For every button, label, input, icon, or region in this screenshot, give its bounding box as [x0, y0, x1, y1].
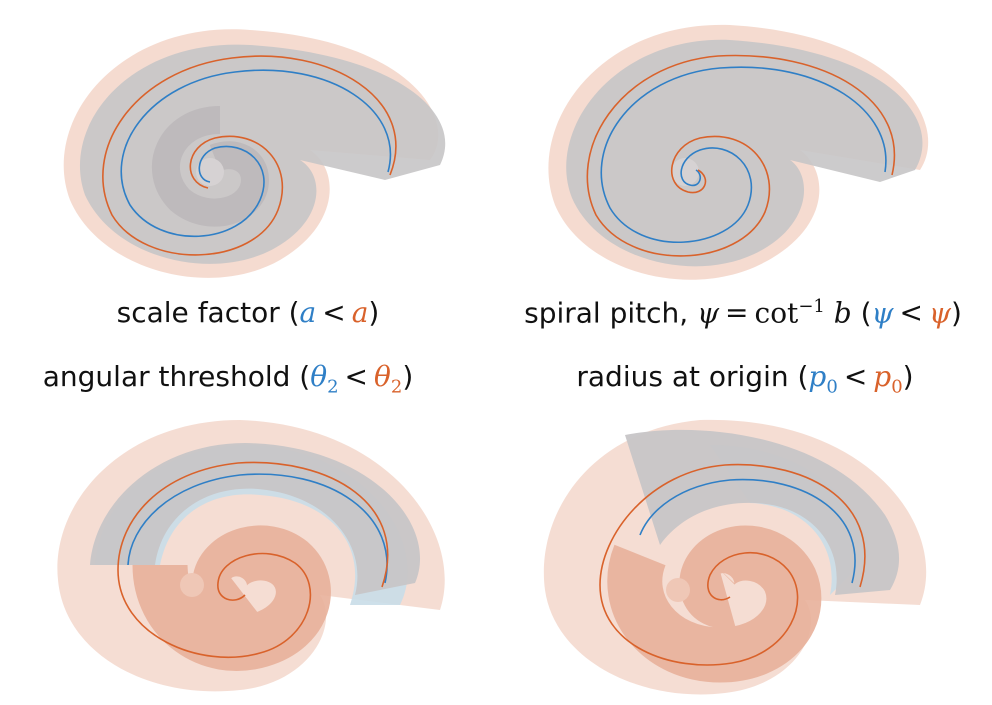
centerline-blue	[639, 478, 856, 584]
symbol-orange: a	[351, 296, 369, 329]
centerline-blue	[120, 69, 392, 238]
centerline-orange	[117, 461, 389, 658]
caption-close: )	[368, 296, 380, 329]
caption-close: )	[902, 360, 914, 393]
equals-sign: =	[725, 296, 749, 330]
caption-spiral-pitch: spiral pitch, ψ=cot−1 b (ψ<ψ)	[498, 296, 988, 329]
spiral-svg-angular-threshold	[57, 420, 445, 692]
caption-text: angular threshold (	[42, 360, 311, 393]
symbol-orange: ψ	[928, 296, 951, 330]
subscript-orange: 2	[390, 376, 403, 398]
shell-gray	[79, 44, 446, 264]
caption-text: radius at origin (	[576, 360, 809, 393]
symbol-blue: p	[808, 360, 827, 393]
shell-gray	[566, 39, 923, 267]
shell-orange	[607, 525, 822, 683]
symbol-orange: θ	[374, 360, 391, 393]
paren-open: (	[851, 296, 872, 330]
symbol-blue: ψ	[871, 296, 894, 330]
centerline-blue	[600, 66, 887, 244]
symbol-blue: θ	[310, 360, 328, 393]
caption-close: )	[950, 296, 962, 330]
subscript-blue: 0	[826, 376, 838, 398]
centerline-orange	[586, 54, 896, 257]
spiral-render-radius-at-origin	[500, 405, 980, 705]
operator: <	[322, 296, 346, 329]
centerline-blue	[127, 473, 388, 584]
subscript-blue: 2	[327, 376, 339, 398]
symbol-orange: p	[873, 360, 892, 393]
spiral-render-spiral-pitch	[500, 0, 980, 300]
spiral-svg-scale-factor	[63, 29, 446, 278]
spiral-render-scale-factor	[10, 0, 490, 300]
caption-radius-at-origin: radius at origin (p0<p0)	[560, 360, 930, 398]
caption-close: )	[402, 360, 414, 393]
symbol-psi: ψ	[697, 296, 720, 330]
shell-orange	[132, 525, 331, 671]
operator: <	[344, 360, 368, 393]
exponent: −1	[798, 296, 825, 317]
centerline-orange	[102, 55, 397, 256]
symbol-blue: a	[299, 296, 317, 329]
spiral-svg-radius-at-origin	[543, 419, 927, 695]
cot-function: cot	[754, 296, 799, 330]
caption-angular-threshold: angular threshold (θ2<θ2)	[33, 360, 423, 398]
operator: <	[843, 360, 868, 393]
subscript-orange: 0	[891, 376, 903, 398]
caption-scale-factor: scale factor (a<a)	[98, 296, 398, 329]
caption-text: scale factor (	[116, 296, 300, 329]
caption-text: spiral pitch,	[524, 296, 698, 330]
spiral-render-angular-threshold	[10, 405, 490, 705]
symbol-b: b	[833, 296, 852, 330]
centerline-orange	[599, 463, 866, 666]
spiral-svg-spiral-pitch	[548, 24, 929, 280]
operator: <	[899, 296, 923, 330]
